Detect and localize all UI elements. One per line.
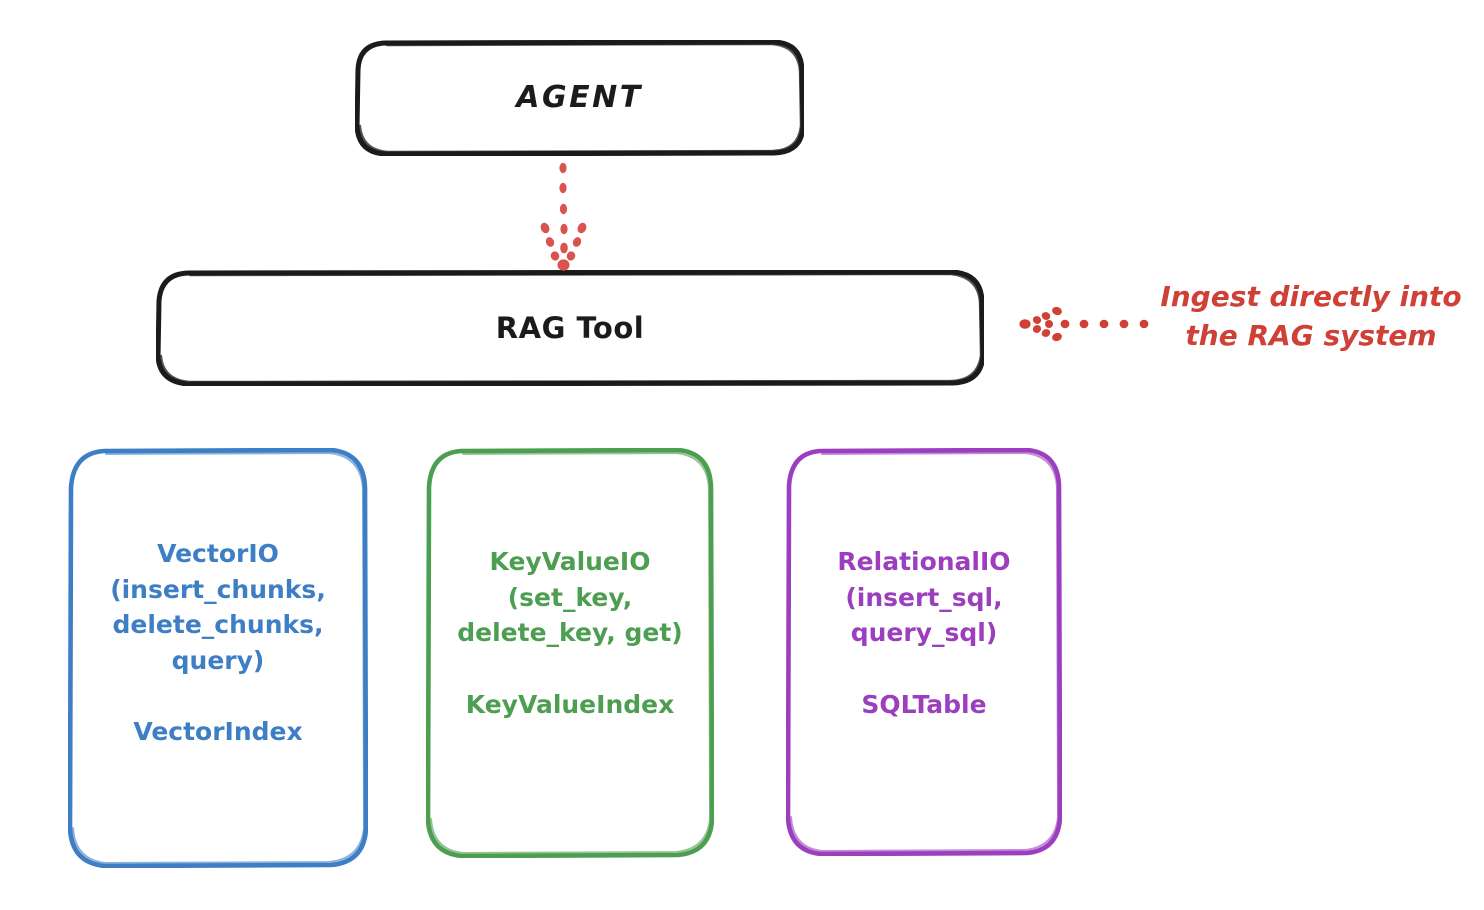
node-key-value-io-label: KeyValueIO (set_key, delete_key, get)	[457, 547, 683, 647]
annotation-ingest-note: Ingest directly into the RAG system	[1160, 280, 1462, 352]
connector-agent-to-rag-tool	[540, 162, 587, 271]
node-relational-io-sublabel: SQLTable	[861, 689, 987, 719]
node-vector-io-label: VectorIO (insert_chunks, delete_chunks, …	[110, 539, 326, 675]
node-rag-tool-label: RAG Tool	[495, 310, 645, 345]
connector-ingest-to-rag-tool	[1019, 306, 1149, 342]
node-vector-io[interactable]: VectorIO (insert_chunks, delete_chunks, …	[68, 448, 368, 868]
node-agent-label: AGENT	[516, 80, 643, 116]
node-rag-tool[interactable]: RAG Tool	[156, 270, 984, 386]
node-key-value-io-sublabel: KeyValueIndex	[465, 689, 675, 719]
vector-io-text-block: VectorIO (insert_chunks, delete_chunks, …	[68, 536, 368, 750]
node-key-value-io[interactable]: KeyValueIO (set_key, delete_key, get) Ke…	[426, 448, 714, 858]
key-value-io-text-block: KeyValueIO (set_key, delete_key, get) Ke…	[426, 544, 714, 722]
node-relational-io[interactable]: RelationalIO (insert_sql, query_sql) SQL…	[786, 448, 1062, 856]
relational-io-text-block: RelationalIO (insert_sql, query_sql) SQL…	[786, 544, 1062, 722]
node-relational-io-label: RelationalIO (insert_sql, query_sql)	[837, 547, 1011, 647]
node-agent[interactable]: AGENT	[355, 40, 804, 156]
node-vector-io-sublabel: VectorIndex	[133, 717, 303, 747]
